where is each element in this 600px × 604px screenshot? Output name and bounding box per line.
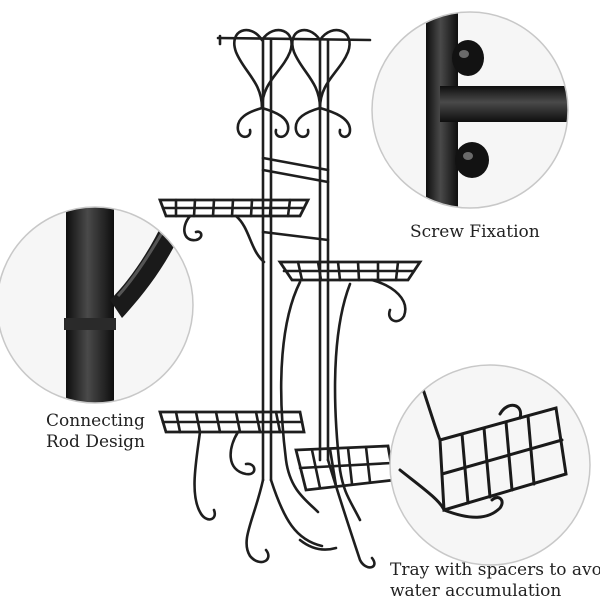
plant-stand — [157, 28, 423, 569]
tray-caption: Tray with spacers to avoid water accumul… — [390, 560, 600, 602]
connecting-rod-caption: Connecting Rod Design — [46, 411, 145, 453]
connecting-rod-text-line1: Connecting — [46, 411, 145, 431]
tray-text-line2: water accumulation — [390, 581, 562, 601]
screw-fixation-text: Screw Fixation — [410, 222, 540, 242]
connecting-rod-text-line2: Rod Design — [46, 432, 146, 452]
screw-fixation-caption: Screw Fixation — [410, 222, 540, 243]
tray-detail-image — [390, 365, 590, 565]
screw-detail-image — [372, 12, 568, 208]
tray-text-line1: Tray with spacers to avoid — [390, 560, 600, 580]
rod-joint-detail-image — [0, 207, 193, 403]
